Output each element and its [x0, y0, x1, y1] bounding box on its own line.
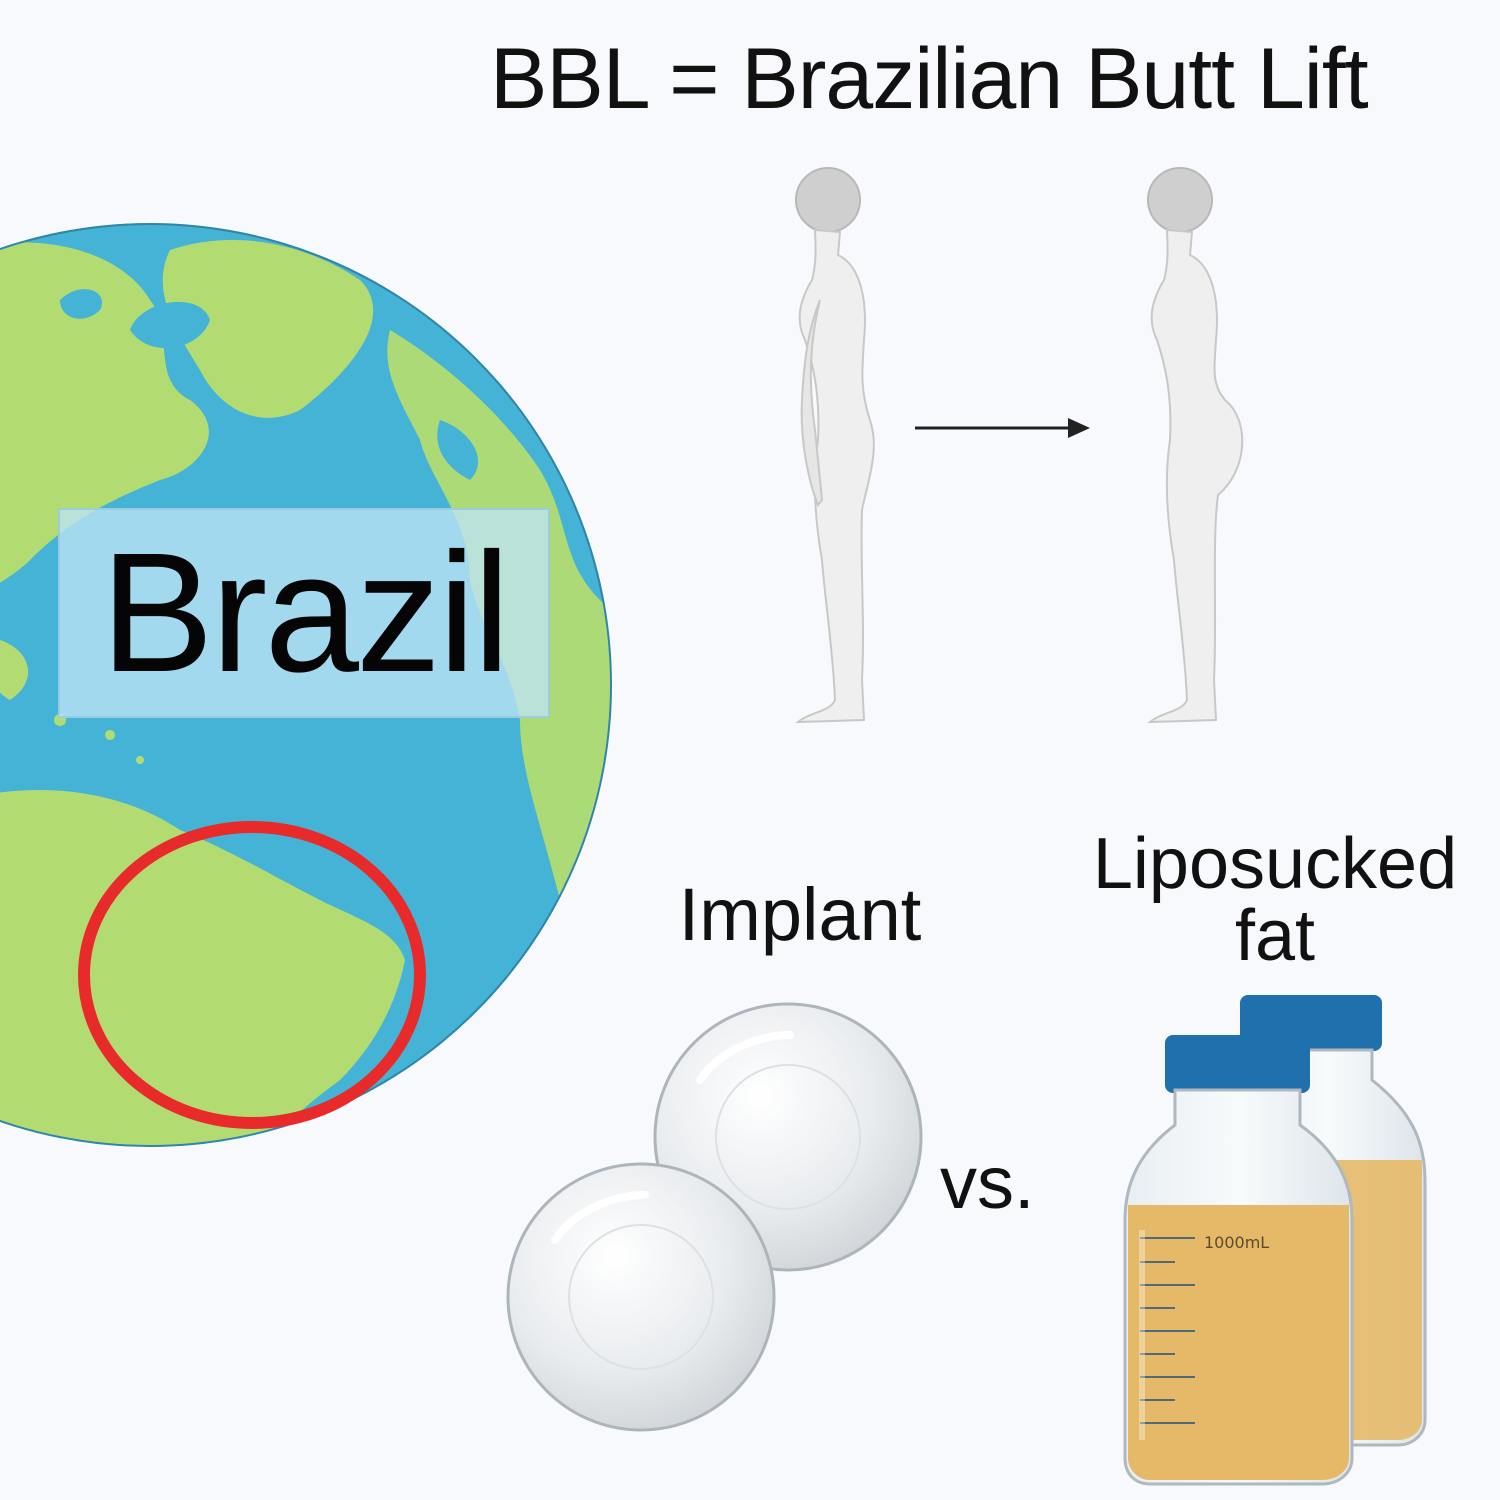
implant-discs [506, 1002, 923, 1432]
south-america-land [0, 790, 405, 1145]
greenland-land [162, 240, 374, 418]
graduation-marks [1140, 1237, 1195, 1424]
liposucked-fat-label: Liposucked fat [1060, 828, 1490, 972]
bottle-front [1123, 1035, 1354, 1486]
fat-bottles [1123, 995, 1427, 1486]
figure-after [1147, 167, 1244, 724]
brazil-label-box: Brazil [58, 508, 550, 718]
figure-before [795, 167, 875, 724]
lipo-label-line2: fat [1234, 896, 1316, 976]
lipo-label-line1: Liposucked [1092, 824, 1458, 904]
implant-label: Implant [678, 873, 922, 956]
page-title: BBL = Brazilian Butt Lift [490, 31, 1369, 127]
vs-label: vs. [940, 1141, 1035, 1224]
brazil-highlight-circle [78, 821, 426, 1129]
transform-arrow [915, 418, 1090, 438]
brazil-label: Brazil [100, 518, 510, 708]
bottle-volume-label: 1000mL [1204, 1233, 1270, 1252]
